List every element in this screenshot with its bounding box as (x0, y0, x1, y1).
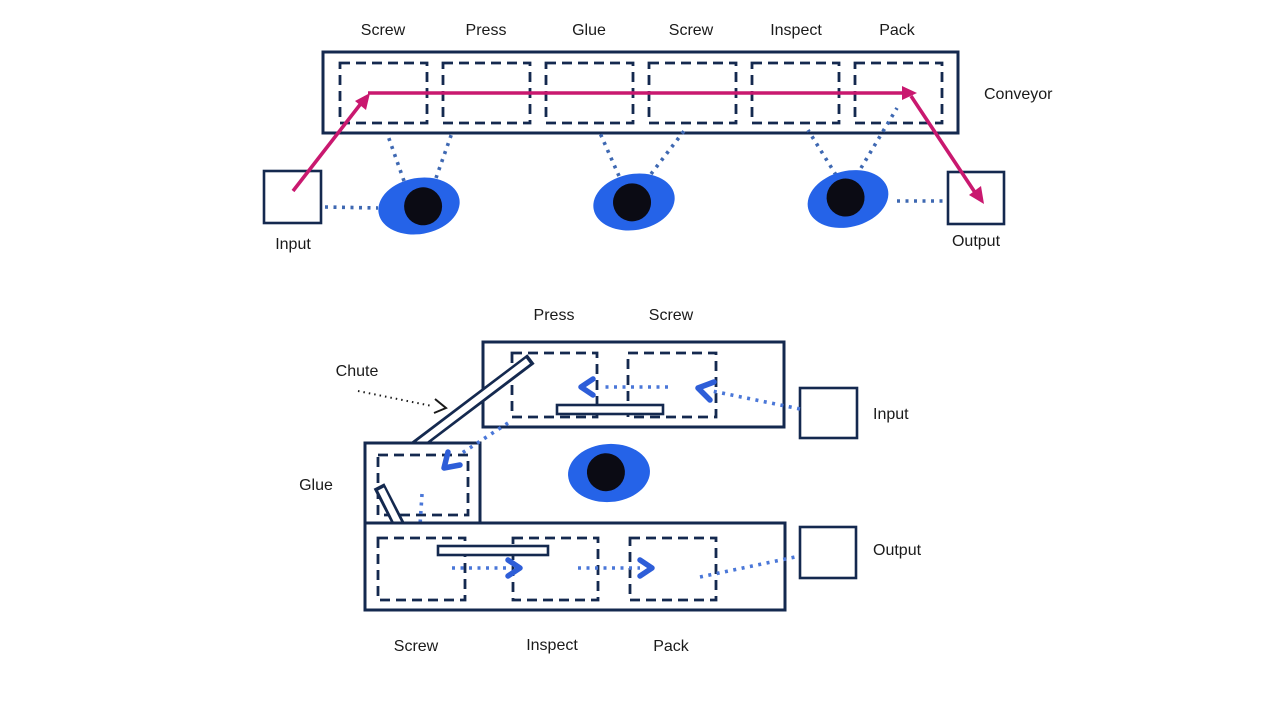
top-input-label: Input (275, 236, 311, 253)
bottom-input-label: Input (873, 406, 909, 423)
arrow-press-to-glue-dots (461, 421, 509, 455)
bottom-lower-station-label-2: Inspect (526, 637, 578, 654)
top-station-label-4: Screw (669, 22, 714, 39)
bottom-lower-station-label-3: Pack (653, 638, 690, 655)
bottom-layout: Press Screw Input Chute Glue (299, 307, 921, 655)
arrow-screw-to-press-head (578, 376, 596, 398)
robot-3 (807, 170, 889, 228)
dotted-link-robot3-inspect (806, 129, 838, 176)
dotted-link-robot3-pack (859, 107, 899, 169)
flow-arrowhead-3 (969, 186, 984, 204)
bottom-input-box (798, 386, 859, 440)
dotted-link-robot2-screw (649, 129, 686, 176)
dotted-link-robot1-press (434, 129, 455, 179)
arrow-pack-to-output-dots (699, 554, 801, 579)
dotted-link-input-robot1 (324, 205, 379, 210)
robot-1 (378, 177, 460, 235)
glue-label: Glue (299, 477, 333, 494)
top-station-label-6: Pack (879, 22, 916, 39)
upper-slot-press (510, 351, 599, 419)
bottom-upper-station-label-2: Screw (649, 307, 694, 324)
top-station-label-3: Glue (572, 22, 606, 39)
conveyor-label: Conveyor (984, 86, 1053, 103)
top-layout: Screw Press Glue Screw Inspect Pack Conv… (262, 22, 1053, 253)
bottom-lower-station-label-1: Screw (394, 638, 439, 655)
arrow-input-to-screw-dots (711, 389, 801, 411)
chute-pointer-head (433, 398, 448, 414)
upper-slot-screw (626, 351, 718, 419)
arrow-press-to-glue-head (441, 449, 463, 471)
arrow-inspect-to-pack-head (637, 557, 655, 579)
arrow-input-to-screw-head (695, 379, 717, 403)
flow-arrow-input-to-conveyor (291, 95, 368, 193)
lower-bench (363, 521, 787, 612)
top-input-box (262, 169, 323, 225)
top-station-label-2: Press (466, 22, 507, 39)
bottom-output-box (798, 525, 858, 580)
robot-2-eye (613, 183, 652, 222)
bottom-upper-station-label-1: Press (534, 307, 575, 324)
upper-bench-tray (555, 403, 665, 416)
glue-slot (376, 453, 470, 517)
flow-arrowhead-2 (902, 86, 917, 100)
robot-1-eye (404, 187, 443, 226)
bottom-output-label: Output (873, 542, 922, 559)
chute-label: Chute (336, 363, 379, 380)
robot-2 (593, 173, 675, 231)
chute-pointer-dots (357, 390, 433, 407)
arrow-screw-to-inspect-head (505, 557, 523, 579)
flow-arrow-conveyor-to-output (909, 95, 980, 198)
lower-slot-screw (376, 536, 467, 602)
robot-4-eye (586, 453, 625, 492)
dotted-link-robot1-screw (385, 132, 406, 182)
dotted-link-robot2-glue (598, 132, 621, 177)
robot-4 (568, 443, 650, 503)
top-output-label: Output (952, 233, 1001, 250)
top-station-label-1: Screw (361, 22, 406, 39)
robot-3-eye (826, 178, 865, 217)
top-station-label-5: Inspect (770, 22, 822, 39)
flow-arrowhead-1 (355, 93, 370, 110)
lower-bench-tray (436, 544, 550, 557)
